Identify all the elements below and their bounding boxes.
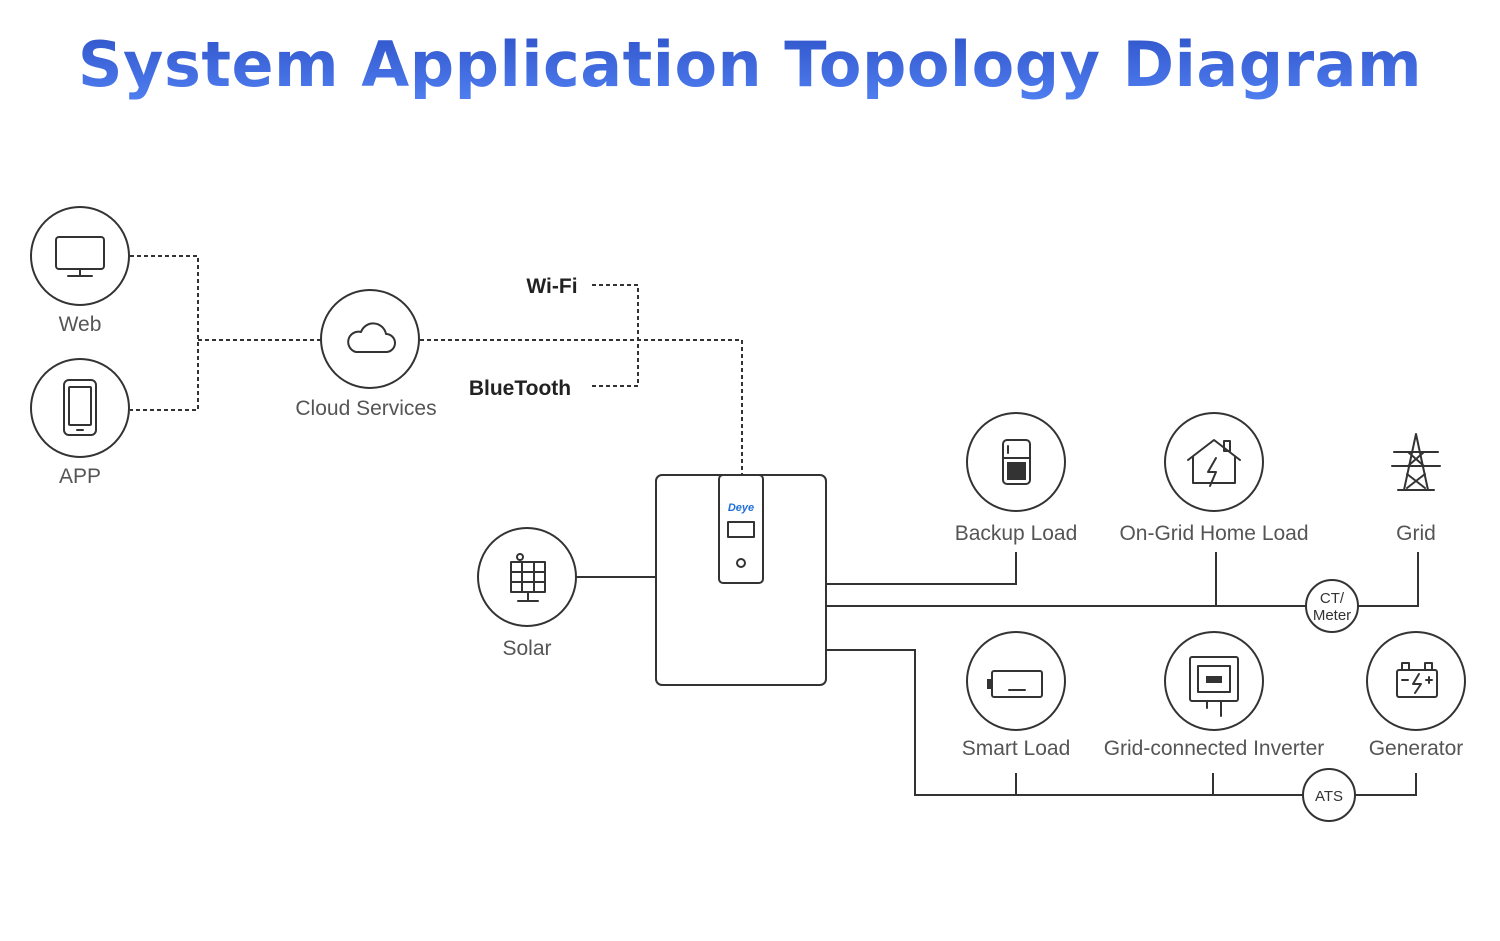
inverter-icon xyxy=(1189,656,1239,717)
solar-panel-icon xyxy=(510,553,546,602)
ct-meter-label-line2: Meter xyxy=(1313,607,1351,624)
web-node: Web xyxy=(30,206,130,336)
generator-icon xyxy=(1396,662,1438,698)
hybrid-inverter: Deye xyxy=(655,474,827,686)
backup-load-node: Backup Load xyxy=(955,412,1078,545)
cloud-label: Cloud Services xyxy=(295,397,436,420)
cloud-node: Cloud Services xyxy=(295,289,437,420)
communication-links xyxy=(130,255,743,474)
inverter-display-icon xyxy=(727,521,755,538)
house-icon xyxy=(1187,439,1241,487)
generator-label: Generator xyxy=(1369,737,1464,760)
cloud-icon xyxy=(347,322,396,353)
ct-meter-node: CT/ Meter xyxy=(1305,579,1359,633)
inverter-brand-logo: Deye xyxy=(728,502,754,514)
fridge-icon xyxy=(1002,439,1031,485)
battery-icon xyxy=(987,670,1043,698)
generator-node: Generator xyxy=(1366,631,1466,760)
ct-meter-label-line1: CT/ xyxy=(1320,590,1345,607)
bluetooth-label: BlueTooth xyxy=(469,377,571,400)
phone-icon xyxy=(63,379,97,436)
power-wires xyxy=(576,552,1419,796)
app-node: APP xyxy=(30,358,130,488)
inverter-button-icon xyxy=(736,558,746,568)
solar-label: Solar xyxy=(502,637,551,660)
grid-connected-inverter-node: Grid-connected Inverter xyxy=(1104,631,1325,760)
grid-connected-inverter-label: Grid-connected Inverter xyxy=(1104,737,1325,760)
grid-label: Grid xyxy=(1396,522,1436,545)
web-label: Web xyxy=(59,313,102,336)
pylon-icon xyxy=(1391,433,1441,491)
backup-load-label: Backup Load xyxy=(955,522,1078,545)
on-grid-home-load-node: On-Grid Home Load xyxy=(1119,412,1309,545)
smart-load-node: Smart Load xyxy=(962,631,1071,760)
app-label: APP xyxy=(59,465,101,488)
wifi-label: Wi-Fi xyxy=(526,275,577,298)
on-grid-home-load-label: On-Grid Home Load xyxy=(1119,522,1308,545)
ats-label: ATS xyxy=(1315,788,1343,805)
monitor-icon xyxy=(55,236,105,277)
smart-load-label: Smart Load xyxy=(962,737,1071,760)
solar-node: Solar xyxy=(477,527,577,660)
page-title: System Application Topology Diagram xyxy=(0,28,1500,101)
grid-node: Grid xyxy=(1391,433,1441,545)
ats-node: ATS xyxy=(1302,768,1356,822)
